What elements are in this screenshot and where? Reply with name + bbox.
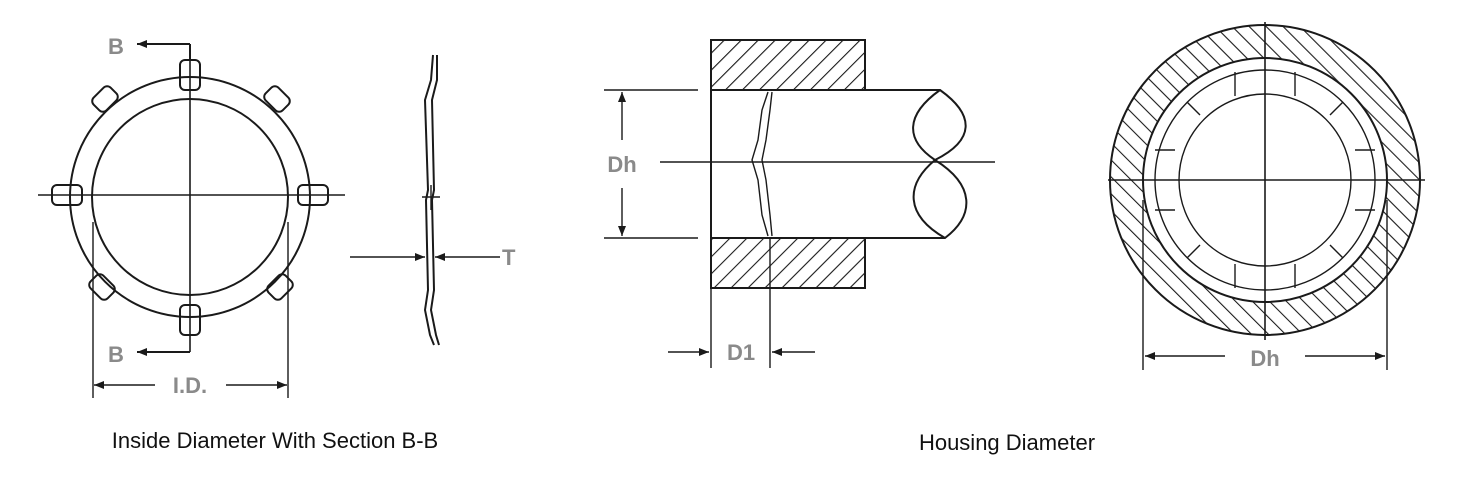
left-figure-caption: Inside Diameter With Section B-B	[112, 428, 438, 453]
housing-wall-top	[710, 39, 866, 91]
inner-diameter-label: I.D.	[173, 373, 207, 398]
right-figure-caption: Housing Diameter	[919, 430, 1095, 455]
housing-end-view: Dh	[1108, 22, 1425, 371]
section-label-top: B	[108, 34, 124, 59]
housing-cross-section: Dh D1	[604, 39, 995, 368]
bore-label-side: Dh	[607, 152, 636, 177]
housing-wall-bottom	[710, 237, 866, 289]
depth-label: D1	[727, 340, 755, 365]
retaining-ring-front-view: B B I.D.	[38, 34, 345, 398]
retaining-ring-side-section: T	[350, 54, 516, 346]
thickness-label: T	[502, 245, 516, 270]
bore-label-bottom: Dh	[1250, 346, 1279, 371]
shaft	[768, 89, 968, 239]
section-label-bottom: B	[108, 342, 124, 367]
installed-ring	[751, 91, 769, 237]
